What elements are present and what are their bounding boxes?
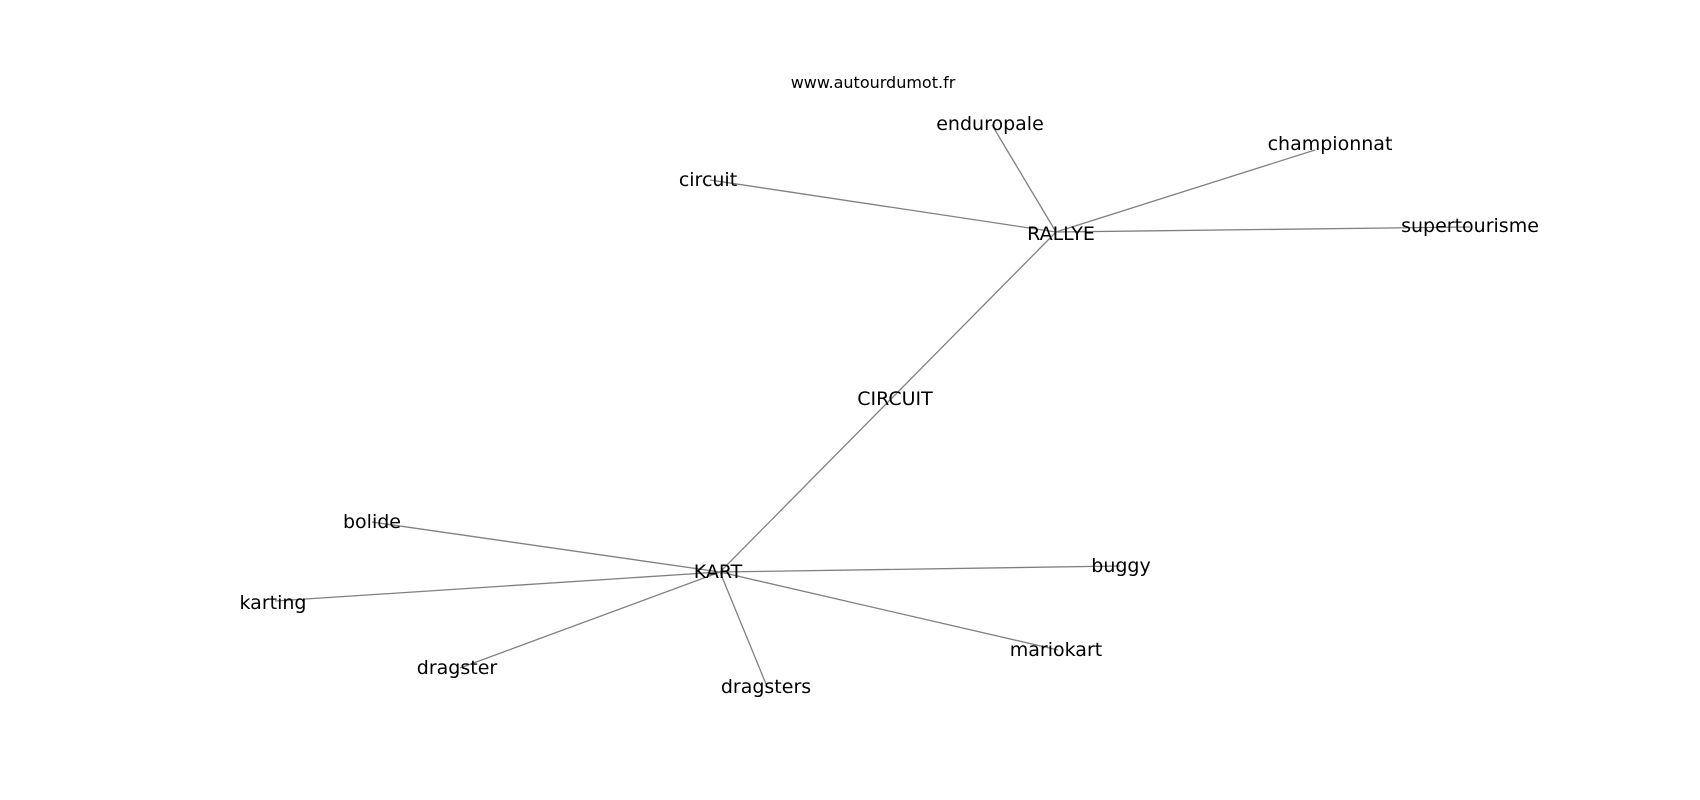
edge-rallye-supertourisme (1055, 226, 1471, 233)
node-label-dragster: dragster (417, 657, 498, 679)
nodes-layer: RALLYE KART CIRCUIT circuit enduropale champi… (240, 113, 1539, 698)
node-label-supertourisme: supertourisme (1401, 215, 1539, 237)
node-label-mariokart: mariokart (1010, 639, 1102, 661)
node-label-circuit: circuit (679, 169, 737, 191)
edge-rallye-circuit (709, 179, 1057, 233)
edge-kart-bolide (371, 521, 721, 573)
node-label-kart-hub: KART (694, 561, 743, 583)
node-label-enduropale: enduropale (936, 113, 1044, 135)
site-url: www.autourdumot.fr (791, 73, 956, 92)
edge-rallye-circuit (889, 231, 1057, 401)
edge-kart-mariokart (719, 571, 1059, 651)
edge-kart-karting (274, 571, 721, 602)
edge-circuit-kart (719, 399, 891, 573)
edge-kart-dragsters (719, 571, 767, 685)
edge-kart-buggy (719, 565, 1121, 573)
node-label-bolide: bolide (343, 511, 401, 533)
node-label-circuit-hub: CIRCUIT (857, 388, 933, 410)
edge-rallye-enduropale (991, 124, 1057, 233)
edge-kart-dragster (459, 571, 721, 669)
node-label-rallye-hub: RALLYE (1027, 223, 1095, 245)
node-label-karting: karting (240, 592, 307, 614)
node-label-dragsters: dragsters (721, 676, 811, 698)
node-label-championnat: championnat (1268, 133, 1393, 155)
edges-layer (274, 124, 1471, 685)
node-label-buggy: buggy (1091, 555, 1150, 577)
edge-rallye-championnat (1055, 149, 1316, 233)
